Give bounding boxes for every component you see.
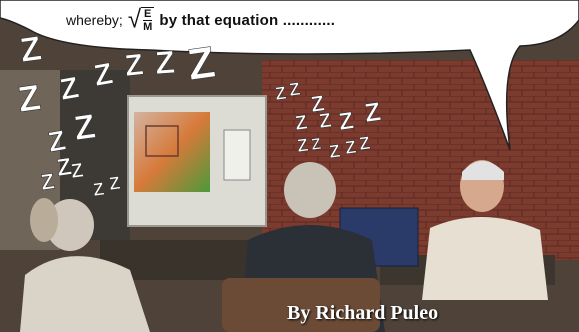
snore-z: Z <box>154 44 176 81</box>
person-far-left <box>30 198 58 242</box>
square-root-expression: √ E M <box>128 7 155 33</box>
speech-bubble-text: whereby; √ E M by that equation ........… <box>66 4 335 36</box>
snore-z: Z <box>57 71 81 107</box>
snore-z: Z <box>318 109 333 132</box>
person-right-body <box>422 216 548 300</box>
snore-z: Z <box>328 141 342 162</box>
snore-z: Z <box>310 136 322 154</box>
fraction: E M <box>140 7 155 33</box>
snore-z: Z <box>70 159 85 182</box>
person-center-head <box>284 162 336 218</box>
snore-z: Z <box>294 111 309 134</box>
snore-z: Z <box>344 137 358 158</box>
square-root-sign: √ <box>127 5 141 34</box>
snore-z: Z <box>337 107 355 136</box>
speech-bubble <box>0 0 579 151</box>
snore-z: Z <box>296 135 310 156</box>
fraction-denominator: M <box>143 21 153 33</box>
author-caption: By Richard Puleo <box>287 302 439 324</box>
snore-z: Z <box>309 90 326 117</box>
person-right-hair <box>462 161 504 180</box>
snore-z: Z <box>46 124 68 158</box>
snore-z: Z <box>274 83 288 104</box>
person-left-body <box>20 256 150 332</box>
snore-z: Z <box>92 179 106 200</box>
snore-z: Z <box>363 96 383 128</box>
snore-z: Z <box>123 48 145 83</box>
snore-z: Z <box>39 168 56 195</box>
person-left-head <box>46 199 94 251</box>
snore-z: Z <box>55 153 73 182</box>
snore-z: Z <box>288 79 302 100</box>
slide-box <box>145 125 179 157</box>
slide-panel <box>223 129 251 181</box>
snore-z: Z <box>108 173 122 194</box>
bubble-tail-text: by that equation ............ <box>159 11 336 29</box>
snore-z: Z <box>358 133 372 154</box>
fraction-numerator: E <box>142 8 153 21</box>
chair <box>222 278 380 332</box>
bubble-lead-text: whereby; <box>66 12 123 28</box>
